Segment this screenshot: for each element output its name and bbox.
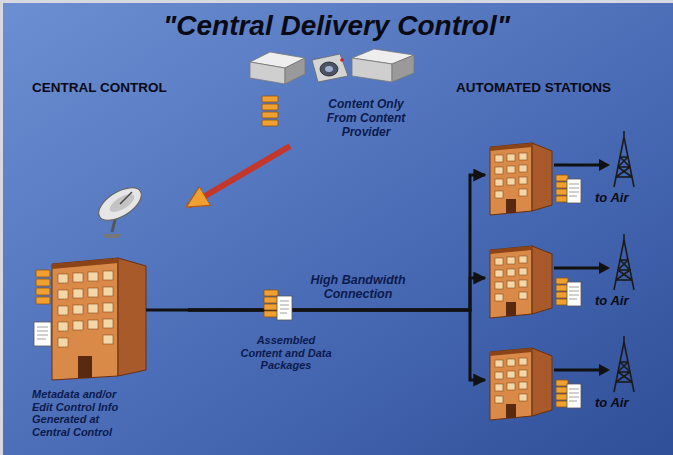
central-control-building-part-part	[103, 303, 113, 312]
central-control-building-part-part	[103, 271, 113, 280]
node-text: CENTRAL CONTROL	[32, 80, 184, 96]
central-control-building-part-part	[88, 288, 98, 297]
data-package-icon-part-part	[264, 304, 278, 310]
central-control-building-part-part	[37, 339, 46, 340]
central-control-building-part-part	[73, 305, 83, 314]
data-package-icon-part	[264, 290, 278, 317]
content-package-icon	[262, 96, 278, 126]
data-package-icon	[264, 290, 292, 320]
data-package-icon-part-part	[264, 290, 278, 296]
content-provider-equipment-part	[392, 55, 414, 82]
central-control-building-part	[34, 322, 51, 346]
content-provider-node: Content Only From Content Provider	[250, 42, 430, 146]
central-control-building-part-part	[88, 272, 98, 281]
central-control-building-part-part	[36, 279, 50, 286]
central-control-building-part-part	[58, 290, 68, 299]
automated-station-node: to Air	[485, 238, 665, 324]
data-package-icon-part-part	[264, 311, 278, 317]
connector-arrow	[188, 146, 290, 206]
central-control-building-part-part	[36, 297, 50, 304]
content-provider-equipment-part	[340, 58, 344, 62]
satellite-dish-part	[107, 190, 137, 215]
data-package-icon-part-part	[280, 313, 287, 314]
content-package-icon-part	[262, 112, 278, 118]
central-control-building-part	[52, 258, 118, 380]
central-control-building-part-part	[88, 320, 98, 329]
central-control-building-part-part	[36, 270, 50, 277]
label-text: High Bandwidth Connection	[296, 273, 420, 302]
central-control-building-part-part	[58, 338, 68, 347]
central-control-building-part-part	[73, 289, 83, 298]
central-control-building-part-part	[58, 274, 68, 283]
data-package-icon-part-part	[264, 297, 278, 303]
node-text: to Air	[595, 191, 661, 206]
central-control-building-part-part	[103, 319, 113, 328]
label-text: AUTOMATED STATIONS	[456, 80, 661, 96]
content-package-icon-part	[262, 104, 278, 110]
central-control-building-part-part	[58, 322, 68, 331]
data-package-icon-part	[277, 296, 292, 320]
central-control-building-part-part	[37, 331, 48, 332]
central-control-building-part-part	[73, 273, 83, 282]
automated-station-node: to Air	[485, 135, 665, 221]
central-control-building-part-part	[37, 335, 48, 336]
central-control-building-part	[146, 309, 190, 312]
content-provider-equipment	[250, 49, 414, 84]
node-text: to Air	[595, 294, 661, 309]
content-provider-equipment-part	[250, 62, 285, 84]
central-control-building-part	[36, 270, 50, 304]
central-control-building-part-part	[73, 321, 83, 330]
node-body-text: Metadata and/or Edit Control Info Genera…	[32, 388, 140, 439]
content-provider-equipment-part	[285, 58, 305, 84]
central-control-building	[34, 258, 190, 380]
node-text: Content Only From Content Provider	[312, 98, 420, 139]
content-provider-equipment-part	[320, 62, 338, 76]
background-part	[3, 3, 673, 455]
connector-arrow	[188, 310, 485, 380]
central-control-building-part	[78, 356, 92, 378]
satellite-dish-part	[102, 234, 122, 238]
content-provider-equipment-part	[352, 58, 392, 82]
automated-station-pictures	[490, 131, 634, 420]
central-control-node: CENTRAL CONTROL Metadata and/or Edit Cont…	[28, 76, 188, 448]
connector-arrow	[188, 175, 485, 310]
data-package-icon-part	[280, 301, 289, 313]
automated-station-node: to Air	[485, 340, 665, 426]
node-text: to Air	[595, 396, 661, 411]
satellite-dish-part	[120, 192, 132, 204]
content-provider-equipment-part	[325, 66, 333, 72]
satellite-dish-part	[93, 181, 146, 227]
content-package-icon-part	[262, 96, 278, 102]
diagram-title: "Central Delivery Control"	[0, 10, 673, 42]
content-package-icon-part	[262, 120, 278, 126]
data-package-icon-part-part	[280, 305, 289, 306]
central-control-building-part	[58, 271, 113, 347]
data-package-icon-part-part	[280, 301, 289, 302]
central-control-building-part	[52, 258, 118, 269]
central-control-building-part-part	[103, 287, 113, 296]
central-control-building-part	[118, 258, 146, 376]
central-control-building-part-part	[37, 327, 48, 328]
content-provider-equipment-part	[312, 54, 348, 82]
label-text: Assembled Content and Data Packages	[240, 334, 332, 372]
central-control-building-part	[37, 327, 48, 339]
satellite-dish	[93, 181, 146, 238]
central-control-building-part-part	[88, 304, 98, 313]
central-control-building-part-part	[58, 306, 68, 315]
central-control-building-part-part	[103, 335, 113, 344]
central-control-building-part-part	[36, 288, 50, 295]
data-package-icon-part-part	[280, 309, 289, 310]
